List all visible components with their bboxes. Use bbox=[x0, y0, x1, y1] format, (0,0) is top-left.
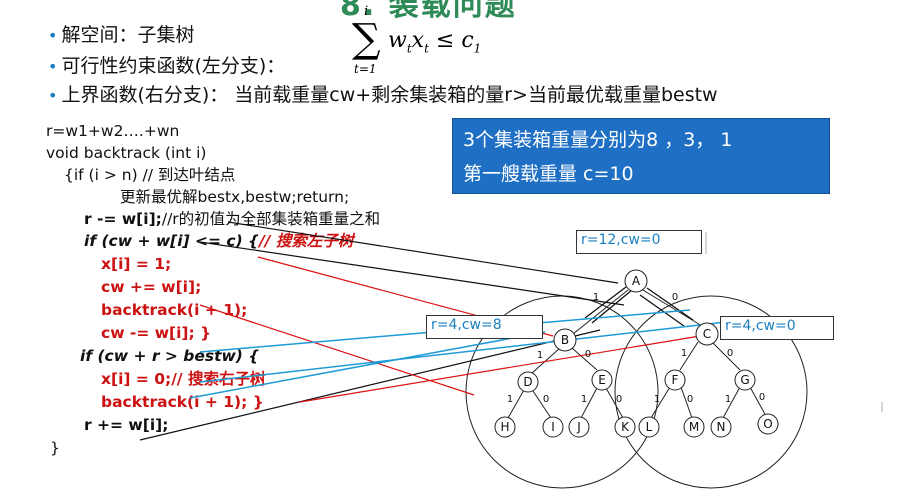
right-subtree-ellipse bbox=[614, 295, 808, 489]
sigma-symbol: ∑ bbox=[352, 16, 381, 62]
node-B: B bbox=[561, 333, 569, 347]
info-weights: 3个集装箱重量分别为8 ，3， 1 bbox=[463, 129, 733, 151]
root-state-text: r=12,cw=0 bbox=[581, 232, 661, 248]
right-child-state-label: r=4,cw=0 bbox=[720, 316, 834, 340]
node-D: D bbox=[523, 375, 532, 389]
tree-nodes bbox=[494, 269, 779, 438]
edge-label-EK: 0 bbox=[616, 394, 622, 405]
edge-label-GO: 0 bbox=[759, 392, 765, 403]
edge-label-FM: 0 bbox=[687, 394, 693, 405]
bullet-text: 上界函数(右分支)： 当前载重量cw+剩余集装箱的量r>当前最优载重量bestw bbox=[61, 84, 718, 106]
bullet-dot-icon: • bbox=[48, 26, 58, 45]
code-line-2: void backtrack (int i) bbox=[46, 144, 207, 162]
edge-label-BD: 1 bbox=[537, 350, 543, 361]
node-N: N bbox=[717, 420, 726, 434]
node-G: G bbox=[740, 373, 749, 387]
node-F: F bbox=[672, 373, 679, 387]
node-L: L bbox=[646, 420, 653, 434]
code-line-7: x[i] = 1; bbox=[101, 255, 172, 273]
edge-labels: 1 0 1 0 1 0 1 0 1 0 1 0 1 0 bbox=[507, 292, 765, 405]
edge-label-DI: 0 bbox=[543, 394, 549, 405]
bullet-feasibility: •可行性约束函数(左分支)： bbox=[48, 51, 285, 78]
node-I: I bbox=[551, 420, 555, 434]
code-line-6: if (cw + w[i] <= c) {// 搜索左子树 bbox=[84, 232, 354, 250]
node-labels: A B C D E F G H I J K L M N O bbox=[500, 274, 772, 434]
edge-label-BE: 0 bbox=[585, 349, 591, 360]
sum-lower-limit: t=1 bbox=[354, 62, 377, 76]
code-line-9: backtrack(i + 1); bbox=[101, 301, 248, 319]
code-line-8: cw += w[i]; bbox=[101, 278, 202, 296]
tree-edges bbox=[507, 289, 767, 419]
node-J: J bbox=[576, 420, 581, 434]
code-line-1: r=w1+w2….+wn bbox=[46, 122, 180, 140]
node-E: E bbox=[598, 373, 606, 387]
sum-body: wtxt ≤ c1 bbox=[388, 28, 482, 56]
node-A: A bbox=[632, 274, 641, 288]
edge-label-GN: 1 bbox=[725, 394, 731, 405]
bullet-dot-icon: • bbox=[48, 57, 58, 76]
bullet-text: 解空间：子集树 bbox=[61, 24, 195, 46]
bullet-solution-space: •解空间：子集树 bbox=[48, 20, 194, 47]
edge-label-EJ: 1 bbox=[581, 394, 587, 405]
edge-label-FL: 1 bbox=[654, 394, 660, 405]
bullet-dot-icon: • bbox=[48, 86, 58, 105]
node-O: O bbox=[763, 417, 772, 431]
node-M: M bbox=[689, 420, 699, 434]
root-state-label: r=r=12,cw=0 bbox=[576, 230, 702, 254]
edge-label-CF: 1 bbox=[681, 348, 687, 359]
edge-label-CG: 0 bbox=[727, 348, 733, 359]
node-H: H bbox=[500, 420, 509, 434]
edge-label-DH: 1 bbox=[507, 394, 513, 405]
code-line-4: 更新最优解bestx,bestw;return; bbox=[120, 188, 350, 206]
problem-info-box: 3个集装箱重量分别为8 ，3， 1 第一艘载重量 c=10 bbox=[452, 118, 830, 194]
code-line-10: cw -= w[i]; } bbox=[101, 324, 212, 342]
code-line-12: x[i] = 0;// 搜索右子树 bbox=[101, 370, 266, 388]
info-capacity: 第一艘载重量 c=10 bbox=[463, 163, 634, 185]
sum-upper-limit: i bbox=[364, 4, 369, 19]
code-line-15: } bbox=[50, 439, 60, 457]
bullet-upper-bound: •上界函数(右分支)： 当前载重量cw+剩余集装箱的量r>当前最优载重量best… bbox=[48, 80, 718, 107]
bullet-text: 可行性约束函数(左分支)： bbox=[61, 55, 286, 77]
slide-title: 8. 装载问题 bbox=[340, 0, 517, 23]
left-child-state-label: r=4,cw=8 bbox=[426, 315, 543, 339]
edge-label-AC: 0 bbox=[672, 292, 678, 303]
node-K: K bbox=[621, 420, 630, 434]
code-line-3: {if (i > n) // 到达叶结点 bbox=[64, 166, 236, 184]
sum-formula: i ∑ t=1 wtxt ≤ c1 bbox=[352, 4, 492, 80]
node-C: C bbox=[703, 327, 711, 341]
code-to-node-arrows bbox=[139, 221, 625, 441]
code-line-14: r += w[i]; bbox=[84, 416, 169, 434]
code-line-5: r -= w[i];//r的初值为全部集装箱重量之和 bbox=[84, 210, 381, 228]
code-line-13: backtrack(i + 1); } bbox=[101, 393, 264, 411]
edge-label-AB: 1 bbox=[593, 292, 599, 303]
